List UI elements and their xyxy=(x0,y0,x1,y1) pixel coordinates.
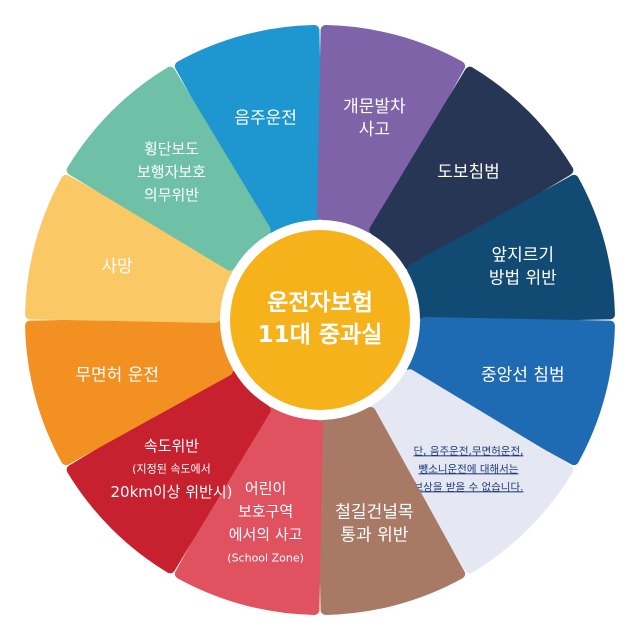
segment-label-school-zone: 에서의 사고 xyxy=(229,526,303,544)
segment-label-school-zone: 보호구역 xyxy=(238,503,293,521)
segment-sidewalk-intrusion xyxy=(369,66,574,271)
segment-label-crosswalk-protection-violation: 횡단보도 xyxy=(144,140,199,158)
segment-label-compensation-note: 단, 음주운전,무면허운전, xyxy=(414,445,524,457)
segment-crosswalk-protection-violation xyxy=(66,66,271,271)
segment-label-speeding: 20km이상 위반시) xyxy=(110,483,232,501)
segment-label-death: 사망 xyxy=(102,257,134,277)
segment-school-zone xyxy=(174,406,323,615)
segment-drunk-driving xyxy=(174,25,323,234)
segment-label-centerline-crossing: 중앙선 침범 xyxy=(481,366,565,386)
segment-overtaking-violation xyxy=(406,174,615,323)
segment-label-railroad-crossing-violation: 철길건널목 xyxy=(335,503,413,523)
segment-label-crosswalk-protection-violation: 의무위반 xyxy=(144,186,199,204)
segment-label-railroad-crossing-violation: 통과 위반 xyxy=(340,526,408,546)
segment-label-compensation-note: 보상을 받을 수 없습니다. xyxy=(414,480,524,493)
center-title: 운전자보험 xyxy=(267,290,373,316)
segment-compensation-note xyxy=(369,369,574,574)
segment-label-compensation-note: 뺑소니운전에 대해서는 xyxy=(419,462,519,475)
segment-label-door-opening-accident: 사고 xyxy=(359,120,390,140)
segment-label-drunk-driving: 음주운전 xyxy=(234,108,297,128)
segment-door-opening-accident xyxy=(317,25,466,234)
center-circle xyxy=(230,230,410,410)
segment-label-door-opening-accident: 개문발차 xyxy=(343,97,406,117)
segment-label-unlicensed-driving: 무면허 운전 xyxy=(75,366,159,386)
center-subtitle: 11대 중과실 xyxy=(258,322,383,348)
segment-label-school-zone: (School Zone) xyxy=(227,551,304,564)
segment-railroad-crossing-violation xyxy=(317,406,466,615)
segment-speeding xyxy=(66,369,271,574)
segment-death xyxy=(25,174,234,323)
segment-label-speeding: (지정된 속도에서 xyxy=(132,463,211,476)
segment-label-overtaking-violation: 방법 위반 xyxy=(489,268,557,288)
segment-label-crosswalk-protection-violation: 보행자보호 xyxy=(137,163,206,181)
segment-centerline-crossing xyxy=(406,317,615,466)
segment-label-speeding: 속도위반 xyxy=(144,437,199,455)
segment-label-school-zone: 어린이 xyxy=(245,480,286,498)
segment-unlicensed-driving xyxy=(25,317,234,466)
segment-label-overtaking-violation: 앞지르기 xyxy=(492,245,555,265)
segment-label-sidewalk-intrusion: 도보침범 xyxy=(437,163,500,183)
